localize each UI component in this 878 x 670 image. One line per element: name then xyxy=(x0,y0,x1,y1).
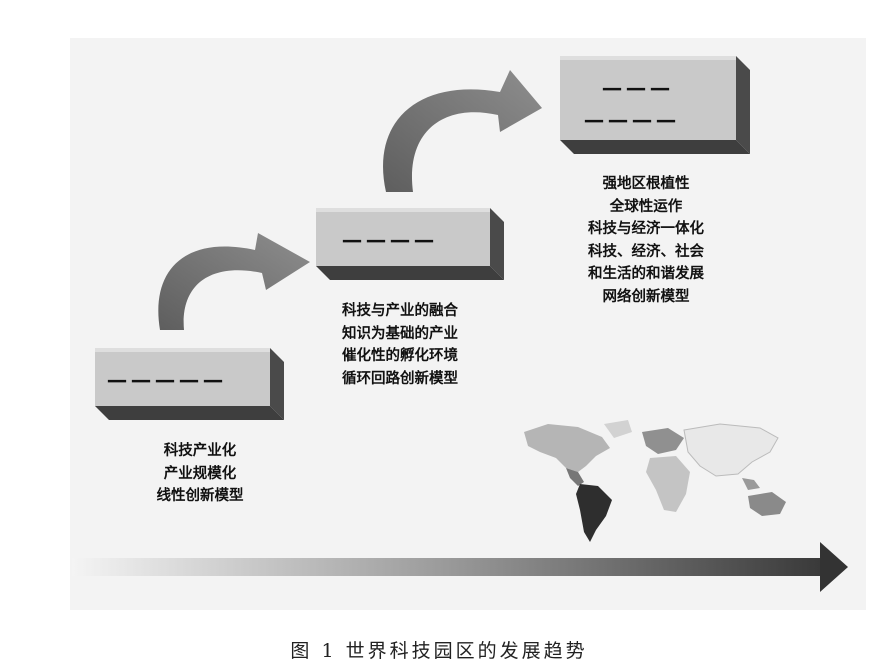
stage-1-box-label: －－－－－ xyxy=(105,368,225,396)
stage-3-line-3: 科技与经济一体化 xyxy=(588,221,704,237)
stage-3-description: 强地区根植性 全球性运作 科技与经济一体化 科技、经济、社会 和生活的和谐发展 … xyxy=(566,173,726,308)
stage-2-line-3: 催化性的孵化环境 xyxy=(342,348,458,364)
stage-box-1: －－－－－ xyxy=(95,348,284,420)
stage-box-3: －－－ －－－－ xyxy=(560,56,750,154)
curved-arrow-icon xyxy=(158,233,310,330)
world-map-icon xyxy=(524,420,786,542)
stage-2-line-1: 科技与产业的融合 xyxy=(342,303,458,319)
stage-2-line-4: 循环回路创新模型 xyxy=(342,370,458,387)
stage-2-description: 科技与产业的融合 知识为基础的产业 催化性的孵化环境 循环回路创新模型 xyxy=(320,300,480,390)
stage-3-box-label-line-1: －－－ xyxy=(600,76,672,104)
stage-2-box-label: －－－－ xyxy=(340,228,436,256)
stage-3-line-1: 强地区根植性 xyxy=(602,176,690,192)
stage-1-line-2: 产业规模化 xyxy=(163,465,237,482)
stage-1-line-1: 科技产业化 xyxy=(163,443,237,459)
stage-3-line-4: 科技、经济、社会 xyxy=(588,243,704,260)
curved-arrow-icon xyxy=(383,70,542,192)
stage-1-description: 科技产业化 产业规模化 线性创新模型 xyxy=(130,440,270,508)
figure-caption: 图 1 世界科技园区的发展趋势 xyxy=(290,640,588,662)
timeline-arrow-icon xyxy=(72,542,848,592)
stage-1-line-3: 线性创新模型 xyxy=(156,488,244,504)
stage-3-line-6: 网络创新模型 xyxy=(602,288,690,305)
stage-3-line-5: 和生活的和谐发展 xyxy=(588,266,704,282)
stage-3-box-label-line-2: －－－－ xyxy=(582,108,678,136)
stage-box-2: －－－－ xyxy=(316,208,504,280)
stage-3-line-2: 全球性运作 xyxy=(609,198,683,215)
stage-2-line-2: 知识为基础的产业 xyxy=(342,325,458,342)
